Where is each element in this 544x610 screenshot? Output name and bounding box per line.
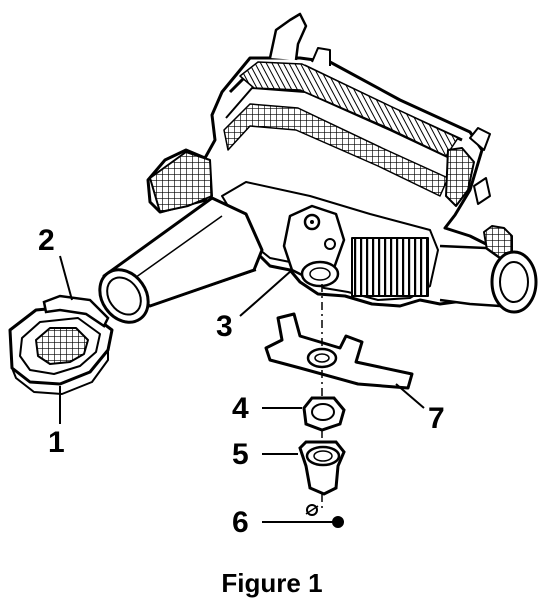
- callout-4: 4: [232, 392, 249, 425]
- resonator-part: [8, 304, 114, 395]
- nut-part-6: [306, 504, 344, 528]
- leader-lines: [59, 255, 425, 523]
- intake-duct: [98, 196, 264, 324]
- seal-part-2: [42, 294, 110, 328]
- callout-3: 3: [216, 310, 233, 343]
- callout-6: 6: [232, 506, 249, 539]
- washer-detail: [305, 505, 319, 515]
- callout-7: 7: [428, 402, 445, 435]
- bracket-plate-part-7: [264, 312, 414, 390]
- bushing-part-5: [298, 440, 346, 496]
- air-cleaner-housing: [146, 12, 538, 314]
- callout-2: 2: [38, 224, 55, 257]
- callout-5: 5: [232, 438, 249, 471]
- gasket-part-4: [302, 396, 346, 432]
- figure-caption: Figure 1: [221, 568, 323, 598]
- callout-1: 1: [48, 426, 65, 459]
